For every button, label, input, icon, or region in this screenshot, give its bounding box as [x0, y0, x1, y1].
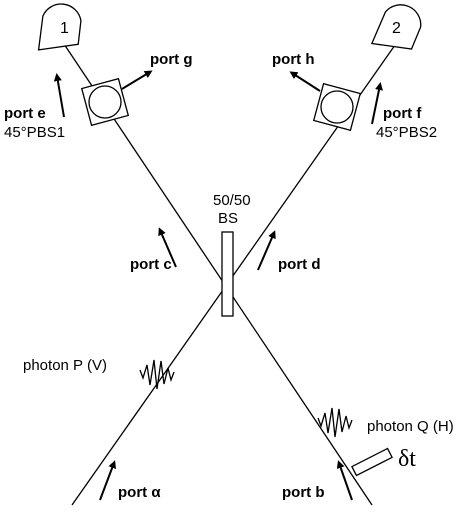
port-b-arrow — [336, 460, 353, 501]
port-c-label: port c — [130, 256, 172, 273]
port-e-arrow — [53, 73, 65, 118]
port-h-arrow — [289, 71, 321, 92]
port-g-arrow — [121, 70, 153, 90]
port-b-label: port b — [282, 484, 325, 501]
delay-label: δt — [398, 446, 416, 472]
pbs1-icon — [80, 77, 130, 127]
port-a-arrow — [99, 460, 116, 501]
bs-label-line2: BS — [218, 210, 238, 227]
port-f-arrow — [371, 82, 383, 125]
port-d-label: port d — [278, 256, 321, 273]
detector-2-label: 2 — [392, 20, 401, 37]
port-d-arrow — [257, 230, 276, 271]
detector-2-icon — [370, 4, 422, 50]
detector-1-icon — [37, 3, 82, 51]
photon-p-label: photon P (V) — [23, 357, 107, 374]
port-g-label: port g — [150, 51, 193, 68]
port-h-label: port h — [272, 51, 315, 68]
pbs1-port-label: port e — [4, 105, 46, 122]
photon-q-wavepacket — [317, 407, 353, 438]
photon-p-wavepacket — [139, 359, 175, 390]
detector-1-label: 1 — [60, 20, 69, 37]
pbs2-icon — [312, 82, 362, 132]
port-alpha-label: port α — [118, 484, 161, 501]
bs-label-line1: 50/50 — [213, 192, 251, 209]
pbs2-name-label: 45°PBS2 — [376, 124, 437, 141]
pbs2-port-label: port f — [383, 105, 422, 122]
pbs1-name-label: 45°PBS1 — [4, 124, 65, 141]
photon-q-label: photon Q (H) — [367, 418, 454, 435]
delay-plate-icon — [351, 447, 393, 477]
port-c-arrow — [158, 227, 177, 268]
beam-splitter-icon — [221, 231, 234, 317]
